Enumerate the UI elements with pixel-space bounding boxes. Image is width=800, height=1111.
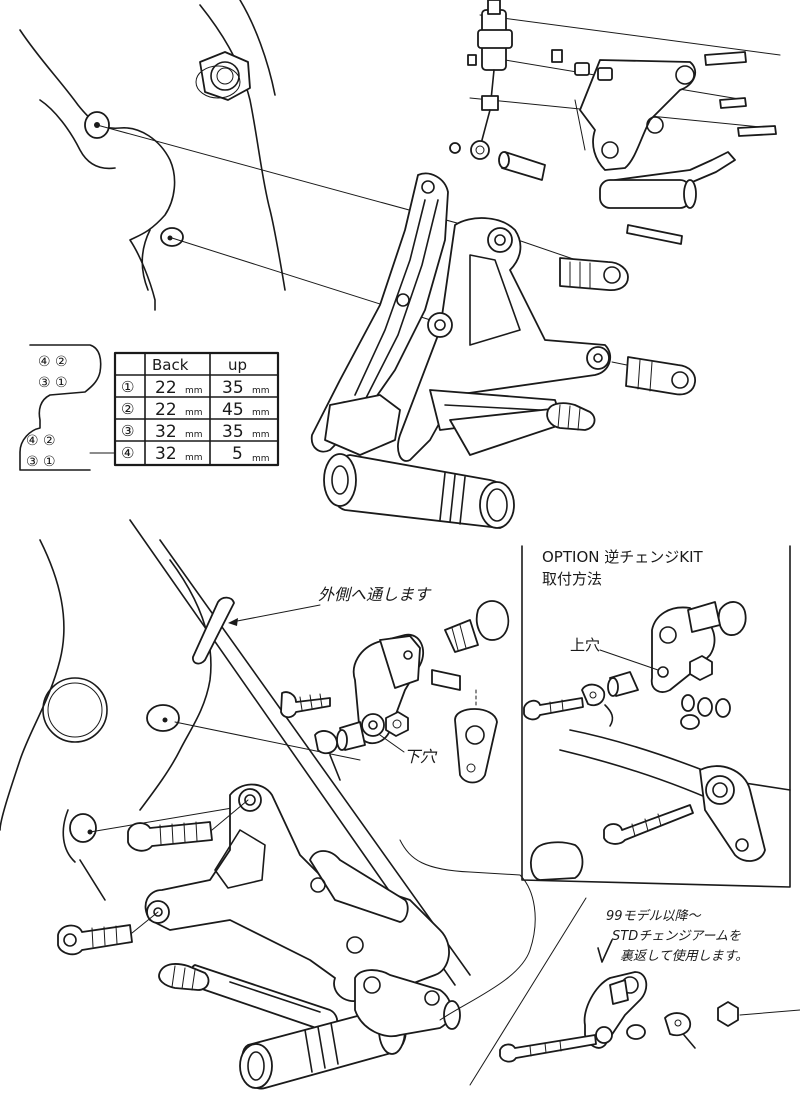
model-note-line3: 裏返して使用します。: [620, 948, 748, 964]
hole-key-bottom-row-2: ③ ①: [26, 454, 56, 470]
table-row-4-back-unit: mm: [185, 453, 203, 463]
table-row-3-up: 35: [222, 422, 244, 442]
main-lower-bracket: [57, 783, 461, 1090]
table-row-2-up: 45: [222, 400, 244, 420]
table-row-3-up-unit: mm: [252, 430, 270, 440]
table-header-back: Back: [152, 356, 189, 374]
table-row-4-back: 32: [155, 444, 177, 464]
table-row-1-up-unit: mm: [252, 386, 270, 396]
table-row-2-up-unit: mm: [252, 408, 270, 418]
setting-position-table: Back up ① 22 mm 35 mm ② 22 mm 45 mm ③ 32…: [113, 351, 280, 467]
table-header-up: up: [228, 356, 247, 374]
upper-hole-text: 上穴: [570, 636, 600, 654]
hole-key-top-row: ④ ②: [38, 354, 68, 370]
hole-key-top-row-2: ④ ②: [26, 433, 56, 449]
lower-hole-note: 下穴: [379, 734, 438, 766]
hole-key-bottom-row: ③ ①: [38, 375, 68, 391]
option-title-line2: 取付方法: [542, 570, 602, 588]
table-row-3-pos: ③: [121, 422, 134, 440]
top-projection-lines: [96, 14, 781, 379]
option-kit-panel: OPTION 逆チェンジKIT 取付方法 上穴: [521, 545, 791, 888]
outer-side-note-text: 外側へ通します: [318, 585, 432, 604]
top-right-small-assembly: [449, 0, 777, 245]
table-row-2-back-unit: mm: [185, 408, 203, 418]
lower-hole-text: 下穴: [404, 747, 438, 766]
table-row-1-pos: ①: [121, 378, 134, 396]
table-row-1-up: 35: [222, 378, 244, 398]
table-row-2-back: 22: [155, 400, 177, 420]
table-row-2-pos: ②: [121, 400, 134, 418]
table-row-1-back: 22: [155, 378, 177, 398]
table-row-3-back-unit: mm: [185, 430, 203, 440]
table-row-3-back: 32: [155, 422, 177, 442]
change-arm-assembly: [280, 600, 510, 784]
top-frame-outline: [19, 0, 286, 311]
option-title-line1: OPTION 逆チェンジKIT: [542, 548, 703, 566]
table-row-4-up: 5: [232, 444, 243, 464]
outer-side-note: 外側へ通します: [228, 585, 432, 626]
table-row-4-up-unit: mm: [252, 454, 270, 464]
lower-callout-frame: [399, 839, 536, 1021]
main-top-bracket: [310, 172, 696, 529]
table-row-1-back-unit: mm: [185, 386, 203, 396]
hole-position-key: ④ ② ③ ① ④ ② ③ ①: [19, 344, 116, 471]
table-row-4-pos: ④: [121, 444, 134, 462]
model-note-line2: STDチェンジアームを: [612, 929, 741, 944]
model-note-panel: 99モデル以降～ STDチェンジアームを 裏返して使用します。: [469, 897, 800, 1086]
model-note-line1: 99モデル以降～: [606, 908, 702, 924]
